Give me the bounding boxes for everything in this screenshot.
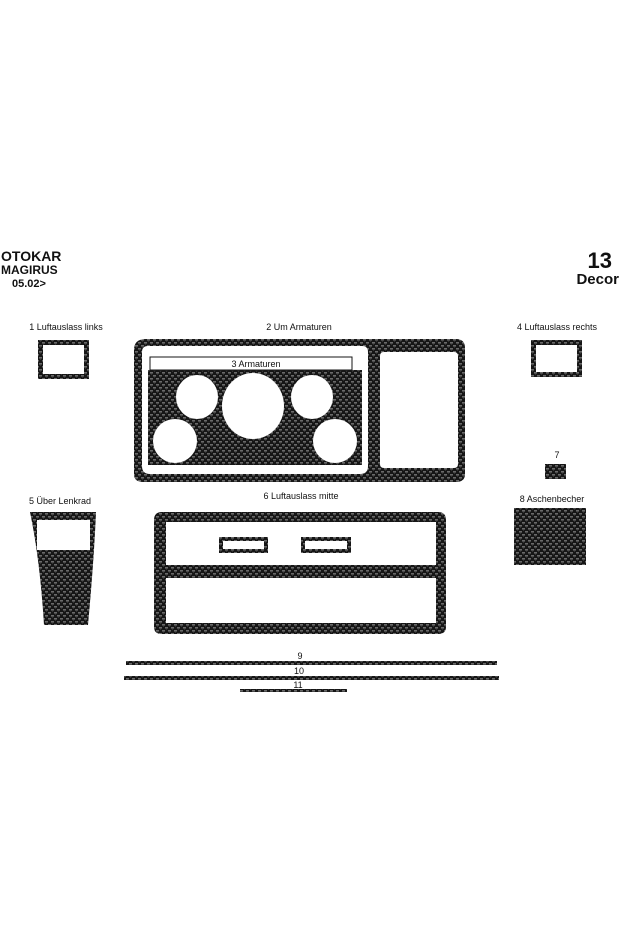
set-name: Decor [576,271,619,288]
part-9-strip [126,661,497,665]
part-1-luftauslass-links [38,340,89,379]
brand-line-2: MAGIRUS [1,263,58,277]
brand-line-1: OTOKAR [1,248,62,264]
part-8-aschenbecher [514,508,586,565]
part-9-label: 9 [297,651,303,661]
part-6-vent-right [301,537,351,553]
part-3-armaturen [148,357,362,465]
part-2-label: 2 Um Armaturen [266,322,332,332]
brand-line-3: 05.02> [12,278,46,290]
set-number: 13 [587,248,612,273]
part-4-label: 4 Luftauslass rechts [516,322,598,332]
part-11-label: 11 [293,680,303,690]
part-1-label: 1 Luftauslass links [29,322,103,332]
part-11-strip [240,689,347,692]
part-5-label: 5 Über Lenkrad [29,496,92,506]
part-5-ueber-lenkrad [30,512,96,625]
part-6-luftauslass-mitte [154,512,446,634]
part-4-luftauslass-rechts [531,340,582,377]
part-7 [545,464,566,479]
part-10-label: 10 [293,666,305,676]
part-6-vent-left [219,537,268,553]
part-3-label: 3 Armaturen [231,359,281,369]
part-10-strip [124,676,499,680]
part-7-label: 7 [554,450,560,460]
part-6-label: 6 Luftauslass mitte [263,491,339,501]
part-8-label: 8 Aschenbecher [519,494,585,504]
